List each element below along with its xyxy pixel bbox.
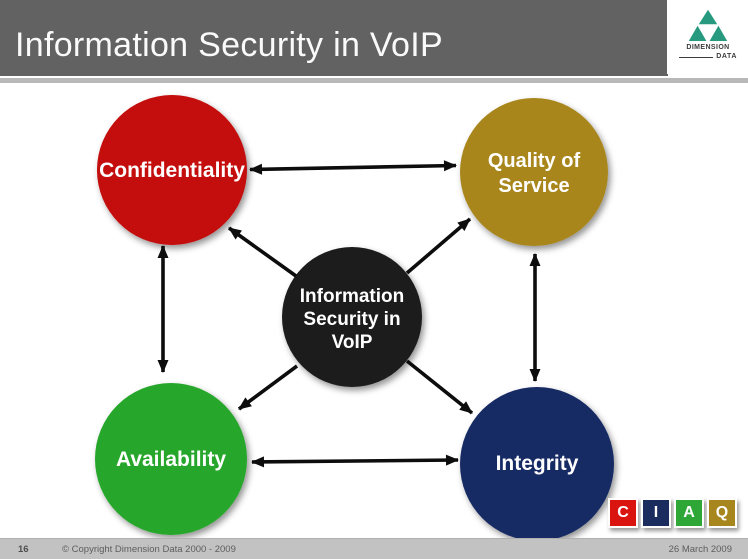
legend-letter-c: C [617,504,629,521]
logo-rule [679,56,714,58]
logo-text-dimension: DIMENSION [686,44,730,51]
node-integrity [460,387,614,541]
arrow-confidentiality-qos [249,160,457,175]
dimension-data-logo: DIMENSION DATA [667,0,748,74]
ciaq-legend: C I A Q [608,498,737,528]
label-confidentiality: Confidentiality [99,159,245,182]
legend-letter-q: Q [715,504,729,521]
label-availability: Availability [116,448,226,471]
legend-box-qos: Q [707,498,737,528]
arrow-center-to-integrity [405,359,474,415]
logo-text-data: DATA [716,53,737,60]
legend-box-confidentiality: C [608,498,638,528]
header-bar [0,0,668,76]
label-quality-of-service-line1: Quality of [488,150,581,172]
label-quality-of-service-line2: Service [498,175,569,197]
legend-letter-a: A [683,504,695,521]
logo-triangle-icon [688,9,728,41]
legend-box-integrity: I [641,498,671,528]
header-separator [0,78,748,83]
arrow-center-to-confidentiality [227,226,298,278]
node-center [282,247,422,387]
legend-box-availability: A [674,498,704,528]
arrow-availability-integrity [251,454,459,468]
page-title: Information Security in VoIP [15,26,443,64]
label-center-line3: VoIP [332,332,373,353]
footer-bar: 16 © Copyright Dimension Data 2000 - 200… [0,538,748,559]
arrow-center-to-qos [405,217,472,275]
date-text: 26 March 2009 [668,544,732,555]
node-availability [95,383,247,535]
logo-wordmark: DIMENSION DATA [679,44,737,61]
label-center-line2: Security in [303,309,400,330]
label-integrity: Integrity [496,452,579,475]
legend-letter-i: I [653,504,659,521]
label-center-line1: Information [300,286,405,307]
node-quality-of-service [460,98,608,246]
node-confidentiality [97,95,247,245]
copyright-text: © Copyright Dimension Data 2000 - 2009 [62,544,236,555]
page-number: 16 [18,544,29,555]
arrow-center-to-availability [237,364,299,411]
